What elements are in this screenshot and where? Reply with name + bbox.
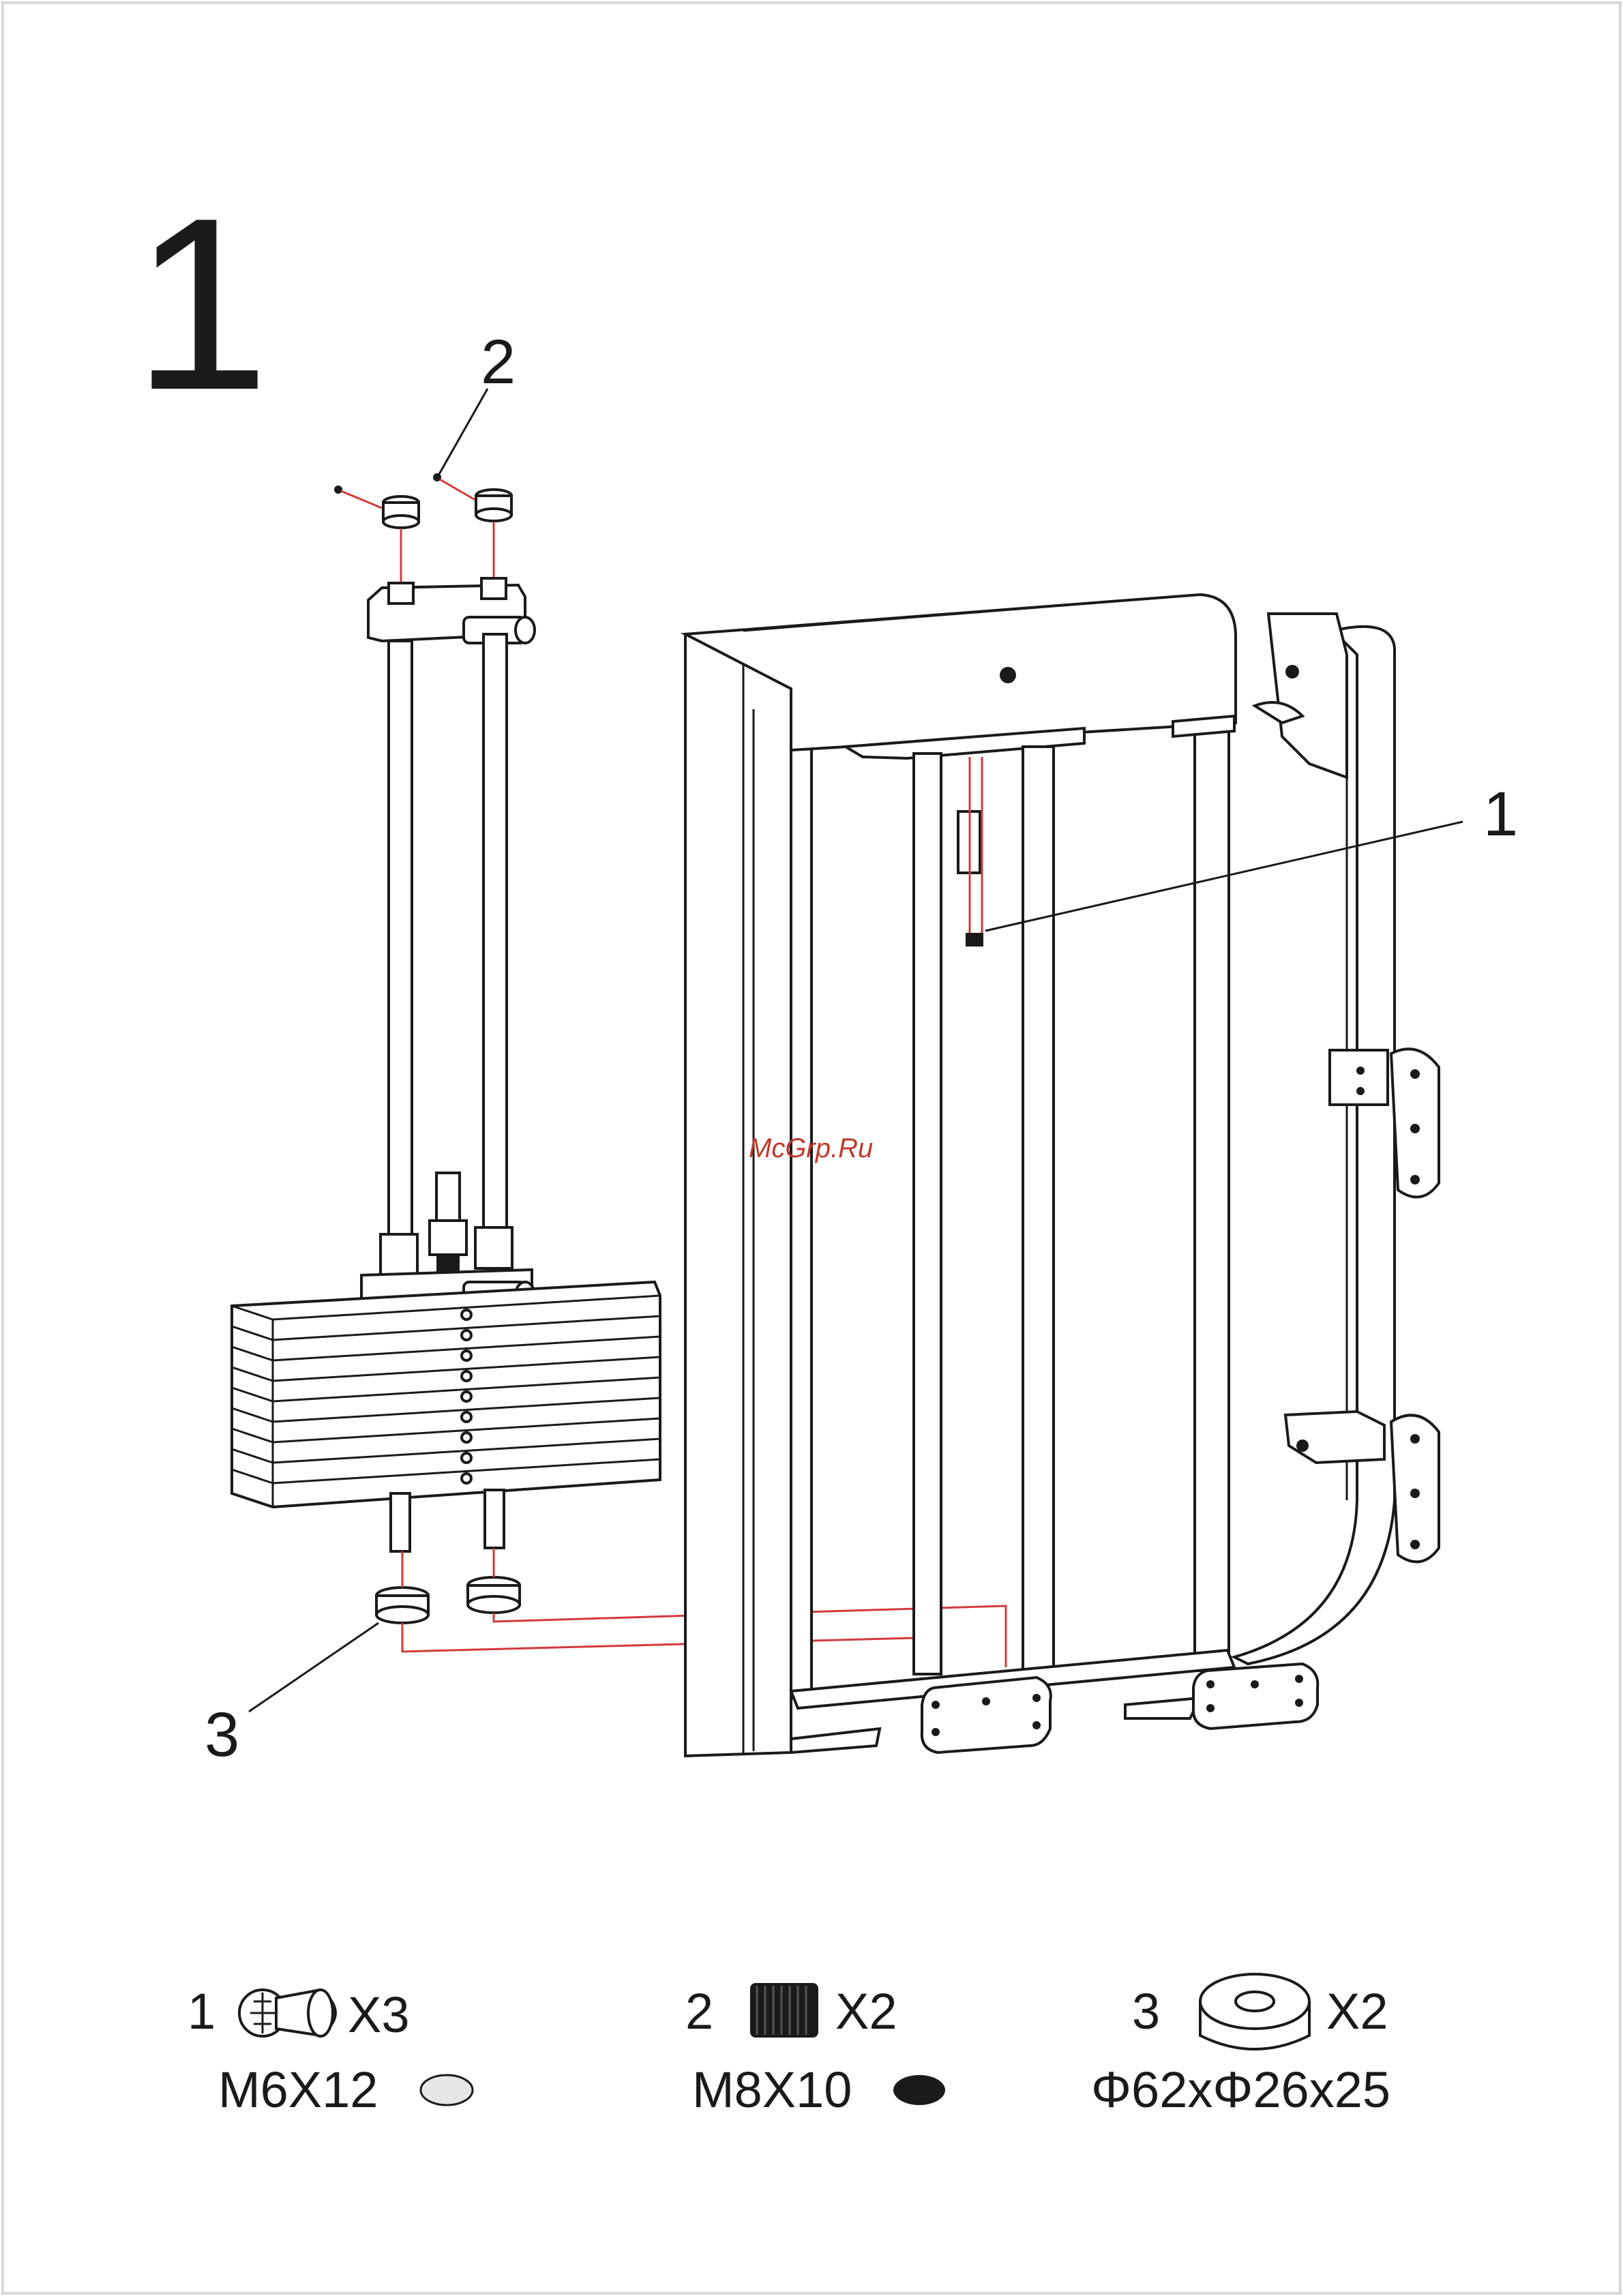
top-collar-right: [476, 490, 511, 521]
callout-2-leader: [438, 389, 488, 475]
top-plate-pin-right: [481, 578, 506, 599]
part-1-qty: X3: [348, 1986, 410, 2043]
part-3-qty: X2: [1326, 1983, 1388, 2040]
part-3: 3 X2 Φ62xΦ26x25: [1091, 1974, 1390, 2118]
callout-3-leader: [249, 1623, 378, 1712]
part-1-number: 1: [188, 1983, 215, 2040]
part-3-number: 3: [1132, 1983, 1160, 2040]
callout-2-label: 2: [481, 327, 516, 397]
frame-bolt-hole: [1000, 667, 1016, 683]
part-2-number: 2: [685, 1983, 713, 2040]
weight-plates: [232, 1282, 660, 1507]
mounting-screws: [966, 933, 983, 946]
top-plate-pin-left: [389, 583, 413, 603]
part-2-spec: M8X10: [692, 2061, 852, 2118]
step-number: 1: [133, 167, 269, 441]
main-frame: [685, 595, 1439, 1756]
set-screw-left: [334, 486, 342, 494]
base-foot-pad-right: [1193, 1664, 1317, 1729]
screw-icon: [239, 1990, 336, 2036]
guide-rod-right: [483, 634, 507, 1234]
bumper-left: [376, 1587, 428, 1623]
rubber-bumper-icon: [1200, 1974, 1309, 2049]
upper-mount-plate: [1330, 1050, 1388, 1105]
callout-3-label: 3: [205, 1700, 239, 1770]
stack-bushing-right: [475, 1227, 512, 1268]
rod-stub-left: [391, 1493, 410, 1551]
set-screw-icon: [750, 1983, 818, 2038]
callout-1-label: 1: [1483, 779, 1518, 849]
parts-legend: 1 X3 M6X12 2 X2 M8X10 3: [188, 1974, 1390, 2118]
part-1-spec: M6X12: [218, 2061, 378, 2118]
base-foot-pad-center: [922, 1678, 1051, 1753]
part-1-marker: [421, 2075, 473, 2105]
part-2: 2 X2 M8X10: [685, 1983, 945, 2118]
part-1: 1 X3 M6X12: [188, 1983, 473, 2118]
bumper-right: [468, 1577, 520, 1613]
rod-stub-right: [485, 1490, 504, 1548]
watermark: McGrp.Ru: [749, 1133, 873, 1163]
part-3-spec: Φ62xΦ26x25: [1091, 2061, 1390, 2118]
guide-rod-left: [389, 641, 412, 1234]
part-2-marker: [893, 2075, 945, 2105]
part-2-qty: X2: [835, 1983, 897, 2040]
top-collar-left: [383, 496, 419, 528]
stack-bushing-left: [381, 1234, 417, 1275]
